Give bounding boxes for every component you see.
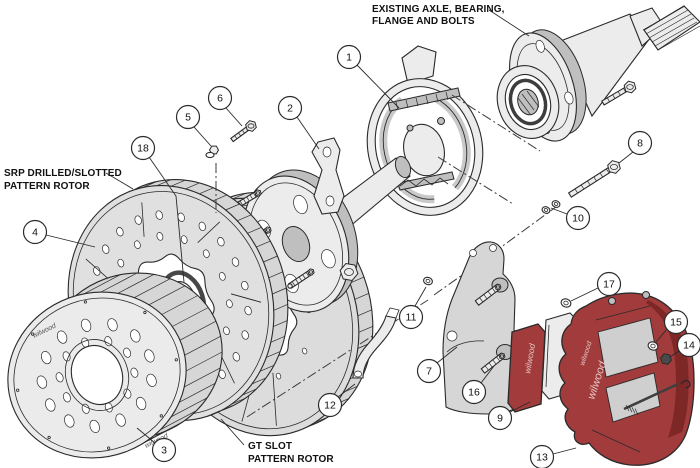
callout-number: 9	[497, 413, 503, 425]
callout-13: 13	[529, 444, 577, 468]
rotor-hat: wilwood wilwood	[7, 272, 223, 459]
callout-number: 14	[683, 340, 695, 352]
callout-1: 1	[336, 44, 400, 109]
caliper: wilwood wilwood	[558, 291, 695, 466]
label-existing-axle-line1: EXISTING AXLE, BEARING,	[372, 4, 505, 15]
axle-flange-bolt	[601, 80, 637, 106]
callout-2: 2	[277, 95, 320, 150]
hat-face	[13, 272, 223, 453]
labels: EXISTING AXLE, BEARING, FLANGE AND BOLTS…	[4, 4, 530, 465]
callout-number: 12	[324, 400, 336, 412]
callout-number: 7	[426, 366, 432, 378]
callout-8: 8	[618, 130, 653, 164]
callout-12: 12	[317, 383, 356, 418]
label-srp-rotor-line1: SRP DRILLED/SLOTTED	[4, 168, 122, 179]
label-existing-axle-line2: FLANGE AND BOLTS	[372, 16, 475, 27]
callout-15: 15	[655, 309, 689, 343]
callout-number: 5	[185, 112, 191, 124]
callout-number: 1	[346, 52, 352, 64]
caliper-bracket	[442, 241, 532, 415]
callout-17: 17	[570, 271, 622, 302]
callout-number: 3	[161, 445, 167, 457]
brake-shoes	[379, 93, 471, 204]
bracket-upper	[311, 137, 345, 215]
outer-pad	[507, 323, 546, 413]
cable-bracket	[352, 307, 400, 379]
callout-number: 15	[670, 317, 682, 329]
label-srp-rotor-line2: PATTERN ROTOR	[4, 181, 90, 192]
hardware-left	[205, 120, 257, 159]
callout-18: 18	[130, 135, 185, 283]
caliper-hardware	[623, 341, 691, 415]
callout-number: 4	[32, 227, 38, 239]
callout-4: 4	[22, 219, 96, 248]
callout-number: 8	[637, 138, 643, 150]
callout-number: 17	[603, 279, 615, 291]
callout-10: 10	[550, 205, 591, 231]
callout-16: 16	[461, 365, 495, 405]
callout-6: 6	[207, 85, 243, 127]
callout-number: 6	[217, 93, 223, 105]
callout-9: 9	[487, 401, 531, 431]
hex-nut	[339, 262, 359, 282]
callout-number: 13	[536, 452, 548, 464]
callout-number: 16	[468, 387, 480, 399]
callout-number: 2	[287, 103, 293, 115]
brake-pads: wilwood	[507, 312, 578, 413]
callout-number: 11	[406, 312, 417, 324]
label-gt-rotor-line2: PATTERN ROTOR	[248, 454, 334, 465]
callout-number: 10	[572, 213, 584, 225]
callout-7: 7	[416, 346, 458, 384]
mount-hardware	[423, 160, 621, 308]
parking-brake-assembly	[366, 45, 484, 216]
callout-14: 14	[669, 332, 700, 358]
callout-5: 5	[175, 104, 212, 147]
label-gt-rotor-line1: GT SLOT	[248, 441, 292, 452]
callout-number: 18	[137, 143, 149, 155]
callout-11: 11	[398, 286, 427, 330]
axle-bearing-flange-assembly	[496, 5, 700, 142]
callout-3: 3	[136, 427, 177, 463]
bracket-studs	[474, 277, 514, 374]
